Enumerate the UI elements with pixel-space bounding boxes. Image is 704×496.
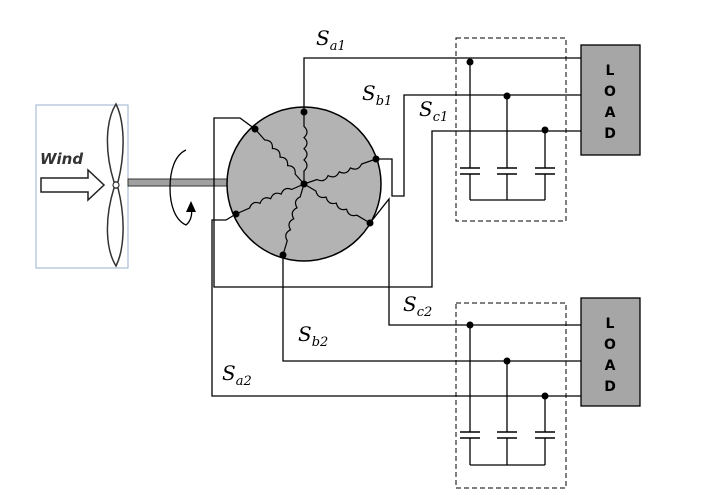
winding-coil-6 <box>282 183 305 256</box>
label-sa2-sub: a2 <box>236 374 252 389</box>
generator <box>226 106 382 262</box>
load-bottom-letter-2: O <box>604 337 616 353</box>
winding-coils <box>235 112 377 256</box>
load-top-letter-1: L <box>606 63 615 79</box>
turbine-hub <box>112 181 120 189</box>
drive-shaft <box>127 149 233 226</box>
load-top-letter-4: D <box>604 126 616 142</box>
label-sb1-sub: b1 <box>376 94 393 109</box>
top-junction-dot-2 <box>503 92 511 100</box>
bottom-junction-dot-1 <box>466 321 474 329</box>
capacitor-bank-bottom <box>455 302 567 489</box>
winding-coil-3 <box>303 158 377 185</box>
winding-coil-1 <box>303 112 308 184</box>
wind-turbine-panel: Wind <box>35 102 129 269</box>
label-sa1: Sa1 <box>316 26 346 54</box>
wire-sc2 <box>369 197 582 326</box>
label-sb2: Sb2 <box>298 322 328 350</box>
label-sb2-sub: b2 <box>312 335 329 350</box>
label-sc1-sub: c1 <box>433 110 449 125</box>
load-bottom-letter-1: L <box>606 316 615 332</box>
label-sa2-main: S <box>222 361 236 385</box>
winding-coil-2 <box>254 128 305 185</box>
label-sa1-sub: a1 <box>330 39 346 54</box>
wire-sb1 <box>376 94 582 197</box>
label-sb1: Sb1 <box>362 81 392 109</box>
label-sc2-sub: c2 <box>417 305 433 320</box>
neutral-node <box>300 180 308 188</box>
wind-arrow-icon <box>40 168 106 202</box>
winding-coil-5 <box>303 183 371 224</box>
label-sa1-main: S <box>316 26 330 50</box>
capacitor-bank-bottom-frame <box>455 302 567 489</box>
label-sb1-main: S <box>362 81 376 105</box>
turbine-blade-bottom-icon <box>106 187 124 268</box>
turbine-blade-top-icon <box>106 102 124 183</box>
rotation-arrow-icon <box>169 149 193 226</box>
load-bottom-letter-4: D <box>604 379 616 395</box>
rotation-arrowhead-icon <box>186 201 196 212</box>
top-junction-dot-1 <box>466 58 474 66</box>
label-sa2: Sa2 <box>222 361 252 389</box>
wire-sa1 <box>303 57 582 112</box>
load-top-letter-3: A <box>605 105 616 121</box>
shaft-rod <box>127 178 233 187</box>
wire-sa2 <box>211 213 582 397</box>
capacitor-bank-top <box>455 37 567 222</box>
capacitor-network-top <box>460 58 555 201</box>
capacitor-network-bottom <box>460 321 555 466</box>
load-bottom: L O A D <box>580 297 641 407</box>
bottom-junction-dot-3 <box>541 392 549 400</box>
label-sc2-main: S <box>403 292 417 316</box>
winding-coil-4 <box>235 183 305 215</box>
load-top-letter-2: O <box>604 84 616 100</box>
label-sc1-main: S <box>419 97 433 121</box>
wire-sb2 <box>282 255 582 362</box>
label-sb2-main: S <box>298 322 312 346</box>
terminal-labels: Sa1 Sb1 Sc1 Sc2 Sb2 Sa2 <box>222 26 448 389</box>
load-top-box <box>580 44 641 156</box>
capacitor-bank-top-frame <box>455 37 567 222</box>
label-sc1: Sc1 <box>419 97 448 125</box>
label-sc2: Sc2 <box>403 292 432 320</box>
top-junction-dot-3 <box>541 126 549 134</box>
wiring <box>211 57 582 397</box>
load-bottom-box <box>580 297 641 407</box>
load-bottom-letter-3: A <box>605 358 616 374</box>
wire-sc1 <box>213 117 582 288</box>
load-top: L O A D <box>580 44 641 156</box>
wind-label: Wind <box>40 150 83 168</box>
bottom-junction-dot-2 <box>503 357 511 365</box>
